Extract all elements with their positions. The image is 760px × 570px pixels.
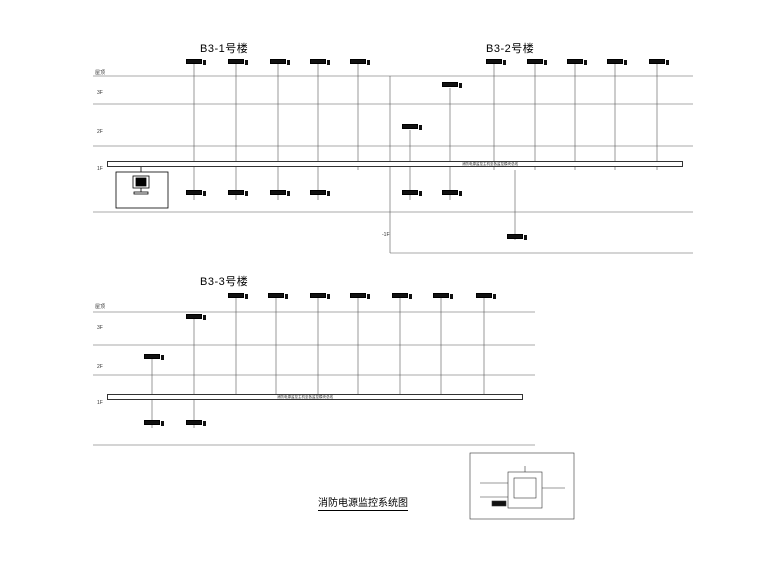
monitor-module	[402, 190, 422, 196]
floor-label-roof-b3-3: 屋顶	[95, 304, 106, 310]
floor-label-1f: 1F	[97, 166, 103, 172]
monitor-module	[607, 59, 627, 65]
building-title-b3-1: B3-1号楼	[200, 43, 249, 55]
monitor-module	[228, 190, 248, 196]
monitor-module	[186, 190, 206, 196]
monitor-module	[433, 293, 453, 299]
monitor-module	[507, 234, 527, 240]
monitor-module	[268, 293, 288, 299]
monitor-module	[527, 59, 547, 65]
floor-label-roof: 屋顶	[95, 70, 106, 76]
monitor-module	[270, 190, 290, 196]
monitor-module	[186, 59, 206, 65]
monitor-module	[270, 59, 290, 65]
monitor-module	[350, 293, 370, 299]
monitor-module	[649, 59, 669, 65]
monitor-module	[350, 59, 370, 65]
floor-label-2f: 2F	[97, 129, 103, 135]
monitor-module	[442, 190, 462, 196]
monitor-module	[228, 293, 248, 299]
floor-label-1f-b3-3: 1F	[97, 400, 103, 406]
monitor-bus-b3-1-2: 消防电源监控主机至各监控模块总线	[107, 161, 683, 167]
diagram-caption: 消防电源监控系统图	[318, 494, 408, 511]
monitor-bus-b3-3: 消防电源监控主机至各监控模块总线	[107, 394, 523, 400]
monitor-module	[310, 190, 330, 196]
floor-label-2f-b3-3: 2F	[97, 364, 103, 370]
monitor-module	[144, 420, 164, 426]
monitor-module	[186, 314, 206, 320]
building-title-b3-3: B3-3号楼	[200, 276, 249, 288]
monitor-module	[567, 59, 587, 65]
monitor-module	[310, 293, 330, 299]
monitor-module	[186, 420, 206, 426]
monitor-module	[442, 82, 462, 88]
building-title-b3-2: B3-2号楼	[486, 43, 535, 55]
floor-label-3f-b3-3: 3F	[97, 325, 103, 331]
monitor-module	[144, 354, 164, 360]
monitor-module	[402, 124, 422, 130]
monitor-module	[228, 59, 248, 65]
monitor-module	[392, 293, 412, 299]
monitor-module	[476, 293, 496, 299]
floor-label-b1: -1F	[382, 232, 390, 238]
monitor-module	[310, 59, 330, 65]
monitor-module	[486, 59, 506, 65]
floor-label-3f: 3F	[97, 90, 103, 96]
